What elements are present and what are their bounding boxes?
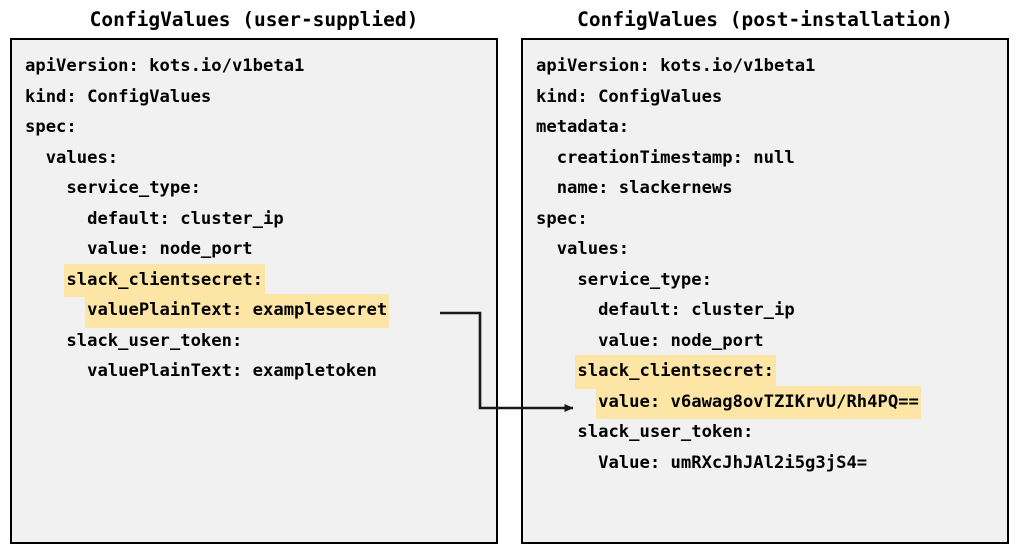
right-panel-title: ConfigValues (post-installation): [577, 8, 953, 31]
line-text: creationTimestamp: null: [556, 147, 795, 168]
line-indent: [534, 178, 555, 198]
line-indent: [23, 209, 85, 229]
line-text: service_type:: [66, 178, 201, 198]
config-line: metadata:: [523, 111, 1007, 142]
config-line: slack_clientsecret:: [12, 263, 496, 297]
line-text: apiVersion: kots.io/v1beta1: [536, 56, 816, 76]
line-text: apiVersion: kots.io/v1beta1: [25, 56, 305, 76]
line-text: service_type:: [577, 269, 712, 290]
config-line: valuePlainText: examplesecret: [12, 294, 496, 328]
config-line: apiVersion: kots.io/v1beta1: [12, 50, 496, 81]
line-indent: [534, 453, 596, 473]
line-indent: [534, 331, 596, 351]
line-text: default: cluster_ip: [87, 208, 284, 229]
line-text: slack_user_token:: [577, 422, 754, 442]
line-indent: [534, 392, 596, 412]
config-line: spec:: [523, 203, 1007, 234]
config-line: apiVersion: kots.io/v1beta1: [523, 50, 1007, 81]
line-text: spec:: [536, 208, 588, 229]
config-line: default: cluster_ip: [523, 294, 1007, 325]
line-indent: [534, 422, 575, 442]
right-config-panel: apiVersion: kots.io/v1beta1 kind: ConfigV…: [521, 38, 1009, 544]
config-line: value: v6awag8ovTZIKrvU/Rh4PQ==: [523, 385, 1007, 419]
line-indent: [534, 300, 596, 320]
line-text: value: v6awag8ovTZIKrvU/Rh4PQ==: [596, 385, 921, 419]
line-indent: [534, 148, 555, 168]
line-text: spec:: [25, 117, 77, 137]
line-text: values:: [45, 147, 119, 168]
config-line: slack_user_token:: [12, 325, 496, 356]
line-indent: [23, 331, 64, 351]
config-line: slack_user_token:: [523, 416, 1007, 447]
line-indent: [23, 178, 64, 198]
config-line: value: node_port: [12, 233, 496, 264]
config-line: Value: umRXcJhJAl2i5g3jS4=: [523, 447, 1007, 478]
config-line: kind: ConfigValues: [523, 81, 1007, 112]
line-text: slack_clientsecret:: [575, 355, 777, 389]
line-text: kind: ConfigValues: [536, 86, 723, 107]
config-line: spec:: [12, 111, 496, 142]
config-line: default: cluster_ip: [12, 203, 496, 234]
line-indent: [23, 361, 85, 381]
line-text: value: node_port: [87, 239, 253, 259]
left-config-code: apiVersion: kots.io/v1beta1 kind: ConfigV…: [12, 40, 496, 386]
config-line: values:: [523, 233, 1007, 264]
config-line: service_type:: [523, 264, 1007, 295]
line-indent: [23, 239, 85, 259]
line-text: slack_clientsecret:: [64, 263, 266, 297]
line-indent: [23, 270, 64, 290]
config-line: values:: [12, 142, 496, 173]
config-line: creationTimestamp: null: [523, 142, 1007, 173]
left-panel-title: ConfigValues (user-supplied): [89, 8, 419, 31]
line-text: kind: ConfigValues: [25, 86, 212, 107]
line-text: value: node_port: [598, 330, 764, 351]
line-indent: [534, 270, 575, 290]
line-text: values:: [556, 239, 630, 259]
left-config-panel: apiVersion: kots.io/v1beta1 kind: ConfigV…: [10, 38, 498, 544]
line-indent: [23, 148, 44, 168]
line-indent: [23, 300, 85, 320]
line-text: metadata:: [536, 117, 630, 137]
config-line: kind: ConfigValues: [12, 81, 496, 112]
line-indent: [534, 239, 555, 259]
line-text: slack_user_token:: [66, 330, 243, 351]
config-line: slack_clientsecret:: [523, 355, 1007, 389]
line-indent: [534, 361, 575, 381]
line-text: name: slackernews: [556, 178, 733, 198]
line-text: default: cluster_ip: [598, 300, 795, 320]
right-config-code: apiVersion: kots.io/v1beta1 kind: ConfigV…: [523, 40, 1007, 477]
config-line: service_type:: [12, 172, 496, 203]
line-text: valuePlainText: exampletoken: [87, 361, 377, 381]
line-text: Value: umRXcJhJAl2i5g3jS4=: [598, 452, 868, 473]
config-line: valuePlainText: exampletoken: [12, 355, 496, 386]
line-text: valuePlainText: examplesecret: [85, 294, 390, 328]
config-line: name: slackernews: [523, 172, 1007, 203]
config-line: value: node_port: [523, 325, 1007, 356]
